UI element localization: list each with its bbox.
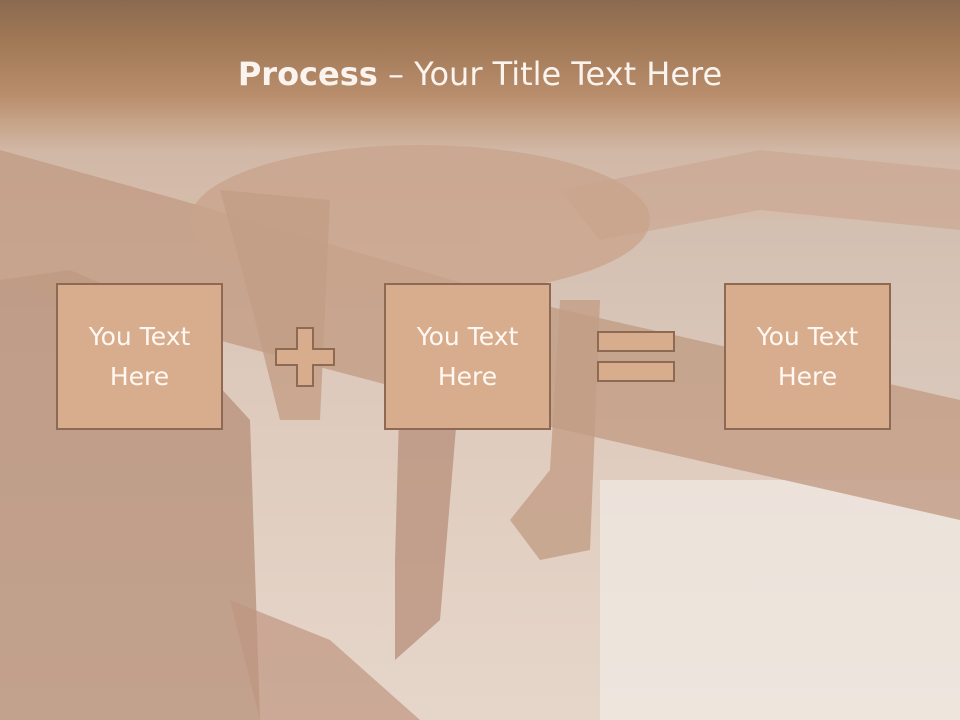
- title-bold-part: Process: [237, 55, 378, 93]
- text-box-1[interactable]: You Text Here: [56, 283, 223, 430]
- text-box-2-label: You Text Here: [416, 321, 519, 391]
- text-box-1-label: You Text Here: [88, 321, 191, 391]
- equals-icon: [597, 331, 675, 382]
- text-box-3-label: You Text Here: [756, 321, 859, 391]
- text-box-2[interactable]: You Text Here: [384, 283, 551, 430]
- header-band: [0, 0, 960, 150]
- slide-title: Process – Your Title Text Here: [0, 52, 960, 96]
- title-rest-part: – Your Title Text Here: [377, 55, 723, 93]
- plus-icon: [275, 327, 335, 387]
- text-box-3[interactable]: You Text Here: [724, 283, 891, 430]
